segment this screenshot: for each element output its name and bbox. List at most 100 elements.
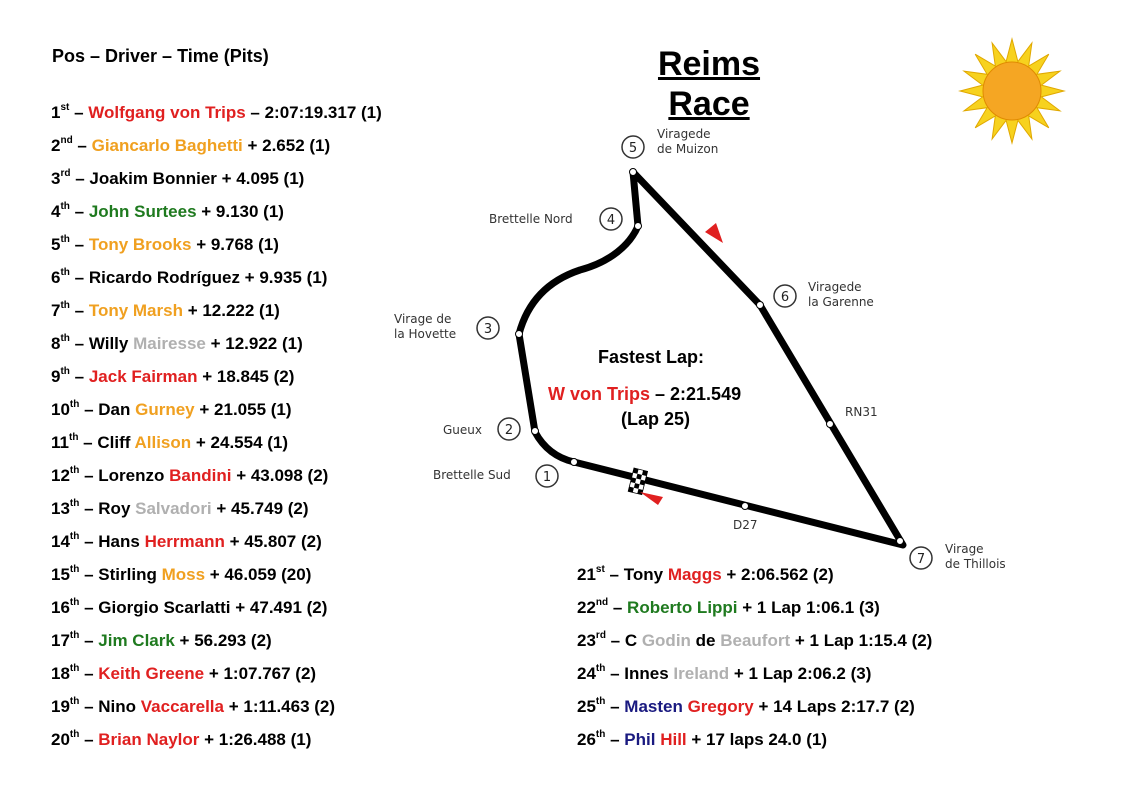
result-position: 25 [577, 697, 596, 716]
result-text: + 21.055 (1) [194, 400, 292, 419]
result-text: de [690, 631, 721, 650]
result-separator: – [70, 169, 90, 188]
corner-label: Virage [945, 542, 984, 556]
corner-dot-6 [756, 301, 764, 309]
result-text: Innes [624, 664, 674, 683]
road-dot-rn31 [826, 420, 834, 428]
result-text: Maggs [667, 565, 722, 584]
result-position-suffix: th [69, 597, 80, 609]
corner-dot-3 [515, 330, 523, 338]
result-text: Gurney [135, 400, 195, 419]
result-position: 3 [51, 169, 61, 188]
result-text: Lorenzo [98, 466, 170, 485]
result-separator: – [78, 433, 98, 452]
result-text: + 14 Laps 2:17.7 (2) [753, 697, 915, 716]
result-position: 1 [51, 103, 61, 122]
result-text: Salvadori [135, 499, 212, 518]
sun-icon [958, 37, 1066, 145]
result-text: Bandini [169, 466, 232, 485]
direction-arrow-icon [640, 492, 663, 505]
track-outline [515, 168, 907, 549]
result-position: 22 [577, 598, 596, 617]
result-text: Tony Brooks [88, 235, 192, 254]
result-position: 9 [51, 367, 61, 386]
result-position-suffix: th [69, 564, 80, 576]
result-text: Stirling [98, 565, 162, 584]
result-position-suffix: th [69, 696, 80, 708]
result-position-suffix: th [69, 630, 80, 642]
result-text: Dan [98, 400, 136, 419]
result-row: 14th – Hans Herrmann + 45.807 (2) [51, 532, 322, 552]
result-position-suffix: th [69, 729, 80, 741]
corner-dot-2 [531, 427, 539, 435]
result-separator: – [79, 598, 99, 617]
result-row: 24th – Innes Ireland + 1 Lap 2:06.2 (3) [577, 664, 871, 684]
result-text: + 43.098 (2) [231, 466, 329, 485]
result-position: 6 [51, 268, 61, 287]
result-position-suffix: th [595, 696, 606, 708]
result-position: 14 [51, 532, 70, 551]
result-text: Mairesse [133, 334, 206, 353]
result-text: Allison [134, 433, 192, 452]
result-row: 13th – Roy Salvadori + 45.749 (2) [51, 499, 309, 519]
result-row: 11th – Cliff Allison + 24.554 (1) [51, 433, 288, 453]
result-position-suffix: th [60, 333, 70, 345]
corner-number: 3 [484, 322, 492, 337]
result-text: Nino [98, 697, 141, 716]
result-text: Gregory [687, 697, 754, 716]
fastest-lap-number: (Lap 25) [621, 409, 691, 429]
result-row: 21st – Tony Maggs + 2:06.562 (2) [577, 565, 834, 585]
result-separator: – [69, 301, 89, 320]
result-separator: – [69, 334, 89, 353]
fastest-lap-line: W von Trips – 2:21.549 [548, 384, 741, 405]
result-text: + 1 Lap 1:06.1 (3) [737, 598, 880, 617]
result-separator: – [79, 532, 99, 551]
result-position-suffix: th [60, 201, 70, 213]
result-text: Hill [660, 730, 687, 749]
result-text: Phil [624, 730, 661, 749]
result-text: John Surtees [88, 202, 197, 221]
result-text: Willy [88, 334, 134, 353]
result-row: 9th – Jack Fairman + 18.845 (2) [51, 367, 294, 387]
corner-number: 1 [543, 470, 551, 485]
result-text: + 2:06.562 (2) [721, 565, 834, 584]
result-row: 25th – Masten Gregory + 14 Laps 2:17.7 (… [577, 697, 915, 717]
checkered-flag-icon [627, 467, 649, 496]
result-row: 26th – Phil Hill + 17 laps 24.0 (1) [577, 730, 827, 750]
result-position: 16 [51, 598, 70, 617]
result-text: Vaccarella [140, 697, 224, 716]
result-position: 12 [51, 466, 70, 485]
result-text: Godin [641, 631, 691, 650]
result-position: 26 [577, 730, 596, 749]
result-separator: – [605, 730, 625, 749]
result-text: + 24.554 (1) [191, 433, 289, 452]
corner-label: Brettelle Sud [433, 468, 511, 482]
result-position: 19 [51, 697, 70, 716]
road-dot-d27 [741, 502, 749, 510]
result-text: Moss [161, 565, 206, 584]
result-text: + 18.845 (2) [197, 367, 295, 386]
result-position-suffix: th [595, 663, 606, 675]
title-line-2: Race [668, 85, 750, 123]
result-position-suffix: th [69, 465, 80, 477]
result-row: 19th – Nino Vaccarella + 1:11.463 (2) [51, 697, 335, 717]
result-row: 6th – Ricardo Rodríguez + 9.935 (1) [51, 268, 327, 288]
result-separator: – [69, 202, 89, 221]
result-position: 18 [51, 664, 70, 683]
result-row: 22nd – Roberto Lippi + 1 Lap 1:06.1 (3) [577, 598, 880, 618]
result-text: Cliff [97, 433, 135, 452]
result-separator: – [79, 631, 99, 650]
corner-number: 5 [629, 141, 637, 156]
result-row: 12th – Lorenzo Bandini + 43.098 (2) [51, 466, 328, 486]
result-position: 13 [51, 499, 70, 518]
result-separator: – [69, 103, 89, 122]
fastest-lap-time: – 2:21.549 [650, 384, 742, 404]
result-position-suffix: th [60, 267, 70, 279]
corner-label: Virage de [394, 312, 451, 326]
result-text: Beaufort [720, 631, 791, 650]
result-separator: – [79, 697, 99, 716]
result-separator: – [604, 565, 624, 584]
corner-label: Viragede [808, 280, 862, 294]
corner-marker-1: 1 Brettelle Sud [433, 464, 559, 488]
